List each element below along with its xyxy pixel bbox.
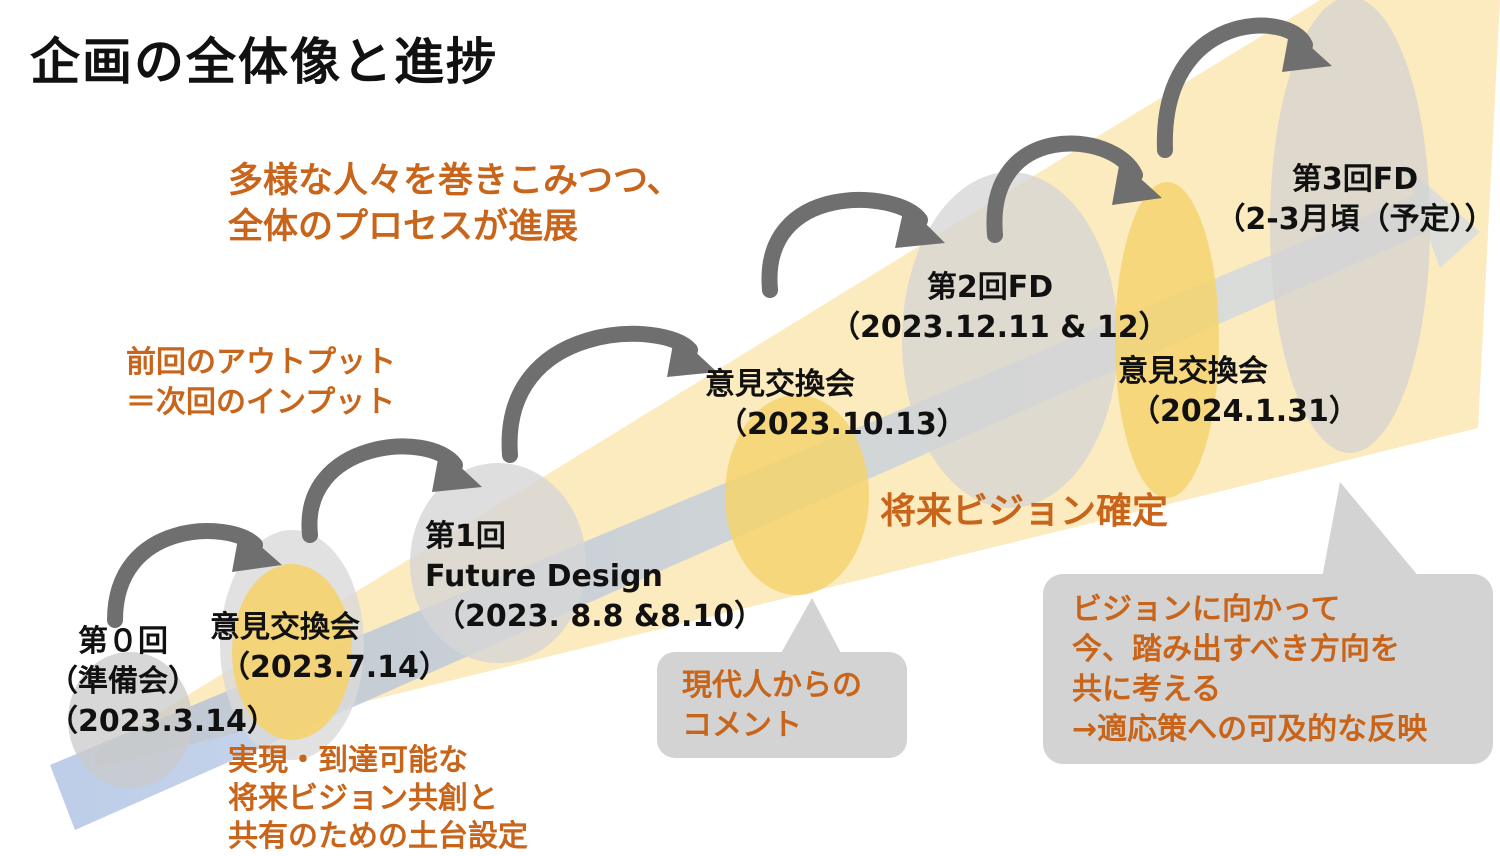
stage-4-ellipse (902, 172, 1118, 508)
headline-line-2: 全体のプロセスが進展 (228, 207, 579, 247)
stage-6-label: 第3回FD （2-3月頃（予定）） (1210, 160, 1500, 240)
foundation-note-line-2: 将来ビジョン共創と (228, 781, 498, 816)
stage-2-line-1: 第1回 (425, 519, 506, 554)
stage-1-label: 意見交換会 （2023.7.14） (210, 608, 449, 688)
stage-0-line-1: 第０回 (78, 624, 168, 659)
stage-2-ellipse (410, 463, 586, 663)
vision-fixed-label: 将来ビジョン確定 (880, 491, 1169, 532)
direction-bubble-line-4: →適応策への可及的な反映 (1072, 712, 1428, 747)
foundation-note: 実現・到達可能な 将来ビジョン共創と 共有のための土台設定 (228, 742, 528, 856)
headline: 多様な人々を巻きこみつつ、 全体のプロセスが進展 (228, 158, 682, 250)
stage-3-line-2: （2023.10.13） (717, 407, 967, 442)
arrow-1-to-2-head (432, 448, 482, 492)
stage-0-ellipse (68, 652, 192, 788)
arrow-2-to-3 (501, 325, 698, 463)
comment-bubble-shape (657, 598, 907, 758)
comment-bubble-line-1: 現代人からの (682, 668, 862, 703)
direction-bubble-line-1: ビジョンに向かって (1072, 592, 1341, 627)
stage-2-line-3: （2023. 8.8 &8.10） (435, 599, 765, 634)
stage-5-exchange-ellipse (1115, 182, 1219, 498)
stage-1-exchange-ellipse (232, 564, 352, 740)
io-note: 前回のアウトプット ＝次回のインプット (126, 343, 396, 423)
stage-6-line-2: （2-3月頃（予定）） (1215, 202, 1495, 237)
stage-6-line-1: 第3回FD (1291, 162, 1419, 197)
direction-bubble-line-3: 共に考える (1072, 672, 1222, 707)
stage-0-label: 第０回 （準備会） （2023.3.14） (48, 622, 277, 742)
arrow-4-to-5 (986, 135, 1143, 243)
arrow-3-to-4-head (895, 203, 945, 248)
io-note-line-2: ＝次回のインプット (126, 385, 396, 420)
stage-4-label: 第2回FD （2023.12.11 & 12） (830, 268, 1169, 348)
stage-3-exchange-ellipse (725, 395, 869, 595)
foundation-note-line-1: 実現・到達可能な (228, 743, 468, 778)
stage-5-line-1: 意見交換会 (1118, 354, 1268, 389)
stage-3-line-1: 意見交換会 (705, 367, 855, 402)
headline-line-1: 多様な人々を巻きこみつつ、 (228, 161, 682, 201)
comment-bubble-line-2: コメント (682, 708, 802, 743)
foundation-note-line-3: 共有のための土台設定 (228, 819, 528, 854)
arrow-0-to-1-head (232, 528, 282, 572)
direction-bubble-text: ビジョンに向かって 今、踏み出すべき方向を 共に考える →適応策への可及的な反映 (1072, 590, 1427, 750)
arrow-2-to-3-head (667, 333, 717, 377)
stage-0-line-3: （2023.3.14） (48, 704, 277, 739)
io-note-line-1: 前回のアウトプット (126, 345, 396, 380)
comment-bubble-text: 現代人からの コメント (682, 666, 862, 746)
stage-5-line-2: （2024.1.31） (1130, 394, 1359, 429)
stage-3-label: 意見交換会 （2023.10.13） (705, 365, 967, 445)
stage-2-line-2: Future Design (425, 559, 663, 594)
stage-5-label: 意見交換会 （2024.1.31） (1118, 352, 1359, 432)
stage-2-label: 第1回 Future Design （2023. 8.8 &8.10） (425, 517, 764, 637)
arrow-5-to-6-head (1282, 28, 1332, 72)
stage-0-line-2: （準備会） (48, 664, 198, 699)
progress-arrow-heads (232, 28, 1332, 572)
page-title: 企画の全体像と進捗 (30, 33, 498, 91)
direction-bubble-line-2: 今、踏み出すべき方向を (1072, 632, 1400, 667)
direction-bubble-shape (1043, 482, 1493, 764)
stage-4-line-2: （2023.12.11 & 12） (830, 310, 1169, 345)
stage-6-ellipse (1270, 0, 1430, 453)
stage-1-line-1: 意見交換会 (210, 610, 360, 645)
arrow-4-to-5-head (1112, 160, 1162, 205)
stage-1-line-2: （2023.7.14） (220, 650, 449, 685)
stage-4-line-1: 第2回FD (926, 270, 1054, 305)
